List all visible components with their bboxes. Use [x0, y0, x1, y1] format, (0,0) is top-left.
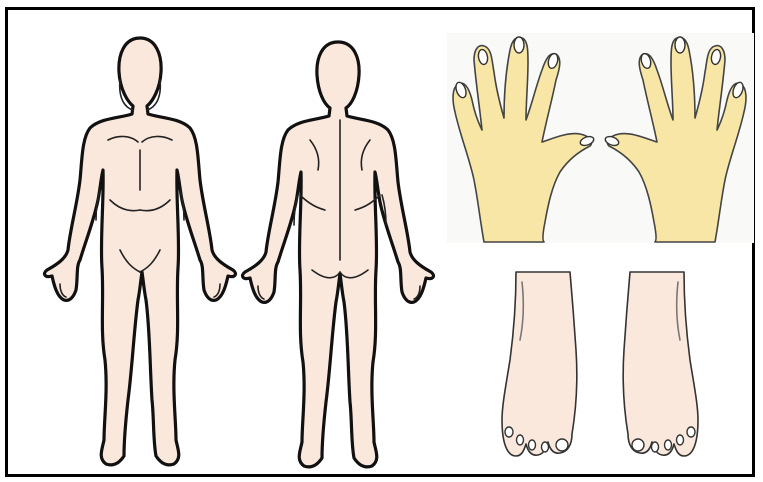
right-foot-dorsal-icon [0, 0, 763, 482]
